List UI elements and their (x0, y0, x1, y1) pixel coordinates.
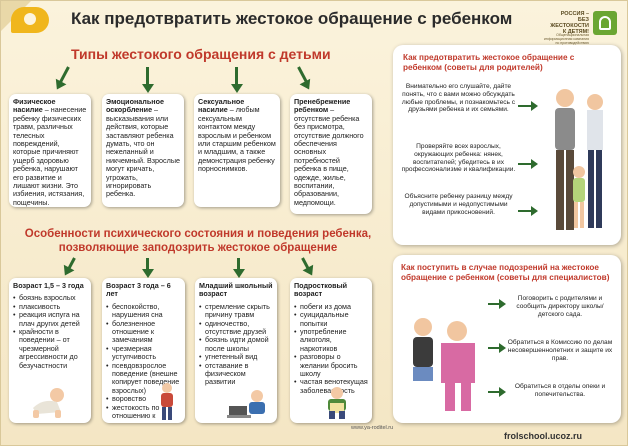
list-item: чрезмерная уступчивость (106, 344, 181, 362)
sign-card-head: Младший школьный возраст (199, 281, 273, 299)
parents-tip-1: Внимательно его слушайте, дайте понять, … (401, 83, 516, 114)
list-item: суицидальные попытки (294, 311, 368, 328)
list-item: реакция испуга на плач других детей (13, 311, 87, 328)
sign-card-head: Подростковый возраст (294, 281, 348, 299)
type-card-physical: Физическое насилие – нанесение ребенку ф… (9, 94, 91, 207)
org-line3: К ДЕТЯМ! (562, 29, 589, 35)
type-card-head: Физическое насилие (13, 97, 56, 115)
page-title: Как предотвратить жестокое обращение с р… (71, 9, 513, 28)
crawling-baby-illustration (33, 388, 64, 418)
family-illustration (555, 89, 603, 230)
sign-card-teen: Подростковый возраст побеги из дома суиц… (290, 278, 372, 423)
signs-title-line2: позволяющие заподозрить жестокое обращен… (58, 242, 338, 254)
child-with-laptop-illustration (227, 390, 265, 418)
parents-tip-3: Объясните ребенку разницу между допустим… (404, 193, 513, 216)
type-card-emotional: Эмоциональное оскорбление – высказывания… (102, 94, 184, 207)
arrow-right-icon (518, 101, 538, 111)
list-item: псевдовзрослое поведение (внешне копируе… (106, 361, 181, 396)
types-section-title: Типы жестокого обращения с детьми (71, 46, 331, 62)
type-card-sexual: Сексуальное насилие – любым сексуальным … (194, 94, 280, 207)
list-item: разговоры о желании бросить школу (294, 353, 368, 378)
list-item: отставание в физическом развитии (199, 361, 273, 387)
type-card-neglect: Пренебрежение ребенком – отсутствие ребе… (290, 94, 372, 214)
arrow-right-icon (518, 206, 538, 216)
signs-section-title: Особенности психического состояния и пов… (13, 227, 383, 255)
watermark: frolschool.ucoz.ru (504, 431, 583, 441)
arrow-right-icon (518, 159, 538, 169)
sign-card-head: Возраст 3 года – 6 лет (106, 281, 171, 299)
parents-advice-panel: Как предотвратить жестокое обращение с р… (393, 45, 621, 245)
list-item: боязнь взрослых (13, 293, 87, 303)
list-item: жестокость по отношению к животным (106, 403, 181, 423)
sign-card-age-1-3: Возраст 1,5 – 3 года боязнь взрослых пла… (9, 278, 91, 423)
specialists-tip-3: Обратиться в отделы опеки и попечительст… (514, 383, 606, 398)
specialists-advice-title: Как поступить в случае подозрений на жес… (401, 263, 610, 282)
sign-card-head: Возраст 1,5 – 3 года (13, 281, 84, 290)
sign-list: стремление скрыть причину травм одиночес… (199, 302, 273, 387)
arrow-right-icon (488, 387, 506, 397)
list-item: боязнь идти домой после школы (199, 336, 273, 353)
list-item: побеги из дома (294, 302, 368, 312)
org-line2: БЕЗ ЖЕСТОКОСТИ (550, 17, 589, 29)
type-card-text: – отсутствие ребенка без присмотра, отсу… (294, 105, 364, 207)
list-item: употребление алкоголя, наркотиков (294, 327, 368, 353)
sign-card-age-3-6: Возраст 3 года – 6 лет беспокойство, нар… (102, 278, 185, 423)
org-line1: РОССИЯ – (560, 11, 589, 17)
type-card-text: – высказывания или действия, которые зас… (106, 105, 180, 199)
org-emblem-icon (593, 11, 617, 35)
arrow-right-icon (488, 299, 506, 309)
list-item: болезненное отношение к замечаниям (106, 319, 181, 345)
sign-list: беспокойство, нарушения сна болезненное … (106, 302, 181, 423)
list-item: крайности в поведении – от чрезмерной аг… (13, 327, 87, 370)
sign-list: боязнь взрослых плаксивость реакция испу… (13, 293, 87, 370)
specialists-tip-2: Обратиться в Комиссию по делам несоверше… (507, 339, 613, 362)
signs-title-line1: Особенности психического состояния и пов… (24, 228, 372, 240)
type-card-text: – любым сексуальным контактом между взро… (198, 105, 276, 174)
list-item: угнетенный вид (199, 352, 273, 362)
logo-badge (11, 7, 49, 33)
parents-advice-title: Как предотвратить жестокое обращение с р… (403, 53, 575, 72)
list-item: плаксивость (13, 302, 87, 312)
type-card-text: – нанесение ребенку физических травм, ра… (13, 105, 87, 207)
doctor-child-illustration (413, 318, 475, 411)
arrow-right-icon (488, 343, 506, 353)
list-item: стремление скрыть причину травм (199, 302, 273, 320)
list-item: беспокойство, нарушения сна (106, 302, 181, 320)
site-url: www.ya-roditel.ru (351, 425, 394, 431)
list-item: частая венотекущая заболеваемость (294, 378, 368, 395)
sign-card-primary-school: Младший школьный возраст стремление скры… (195, 278, 277, 423)
org-name: РОССИЯ – БЕЗ ЖЕСТОКОСТИ К ДЕТЯМ! (541, 11, 589, 35)
specialists-tip-1: Поговорить с родителями и сообщить дирек… (516, 295, 604, 318)
list-item: воровство (106, 394, 181, 404)
sign-list: побеги из дома суицидальные попытки упот… (294, 302, 368, 395)
list-item: одиночество, отсутствие друзей (199, 319, 273, 337)
type-card-head: Пренебрежение ребенком (294, 97, 351, 115)
type-card-head: Сексуальное насилие (198, 97, 245, 115)
child-standing-illustration (161, 383, 173, 420)
specialists-advice-panel: Как поступить в случае подозрений на жес… (393, 255, 621, 423)
parents-tip-2: Проверяйте всех взрослых, окружающих реб… (401, 143, 516, 174)
teen-reading-illustration (328, 387, 346, 419)
type-card-head: Эмоциональное оскорбление (106, 97, 165, 115)
